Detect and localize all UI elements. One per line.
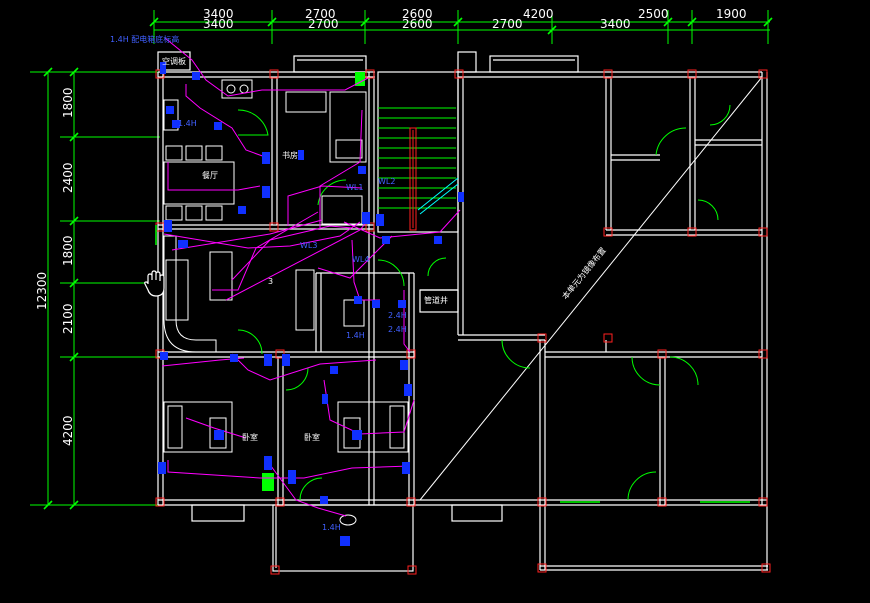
room-aircon: 空调板 bbox=[162, 56, 186, 66]
left-dimension-lines bbox=[30, 71, 160, 506]
dim-top-lower-4: 2700 bbox=[492, 17, 523, 31]
pan-hand-icon bbox=[144, 270, 165, 297]
electrical-fixtures bbox=[158, 62, 464, 546]
dim-left-3: 1800 bbox=[61, 235, 75, 266]
label-wl3: WL3 bbox=[300, 241, 317, 250]
room-bedroom-right: 卧室 bbox=[304, 432, 320, 442]
label-level-3: 3 bbox=[268, 277, 273, 286]
dim-left-4: 2100 bbox=[61, 303, 75, 334]
mirror-diagonal-line bbox=[419, 76, 763, 501]
room-study: 书房 bbox=[282, 150, 298, 160]
top-dimension-lines bbox=[153, 10, 770, 44]
label-2-4h-b: 2.4H bbox=[388, 325, 407, 334]
label-2-4h-a: 2.4H bbox=[388, 311, 407, 320]
dim-left-2: 2400 bbox=[61, 162, 75, 193]
dim-top-lower-1: 3400 bbox=[203, 17, 234, 31]
dim-top-1: 3400 bbox=[203, 7, 234, 21]
left-dimension-text: 1800 2400 1800 2100 4200 12300 bbox=[35, 87, 75, 446]
mirror-note: 本单元为镜像布置 bbox=[560, 245, 608, 301]
structural-columns bbox=[155, 69, 771, 575]
room-dining: 餐厅 bbox=[202, 171, 218, 180]
label-1-4h-c: 1.4H bbox=[322, 523, 341, 532]
staircase bbox=[378, 107, 459, 231]
furniture bbox=[163, 79, 409, 526]
window-top-green bbox=[355, 72, 365, 86]
dim-top-lower-2: 2700 bbox=[308, 17, 339, 31]
top-dimension-text-lower: 3400 2700 2600 2700 3400 bbox=[203, 17, 631, 31]
dim-top-lower-3: 2600 bbox=[402, 17, 433, 31]
label-top-note: 1.4H 配电箱底标高 bbox=[110, 34, 179, 44]
dim-left-1: 1800 bbox=[61, 87, 75, 118]
left-unit-walls bbox=[157, 51, 459, 572]
label-1-4h-a: 1.4H bbox=[178, 119, 197, 128]
label-1-4h-b: 1.4H bbox=[346, 331, 365, 340]
dim-top-4: 4200 bbox=[523, 7, 554, 21]
electrical-labels: 1.4H 配电箱底标高 WL1 WL2 WL3 WL4 1.4H 1.4H 2.… bbox=[110, 34, 407, 532]
label-wl2: WL2 bbox=[378, 177, 395, 186]
right-unit-walls bbox=[414, 51, 768, 571]
room-labels: 空调板 书房 餐厅 卧室 卧室 管道井 bbox=[162, 56, 448, 442]
door-swings bbox=[237, 104, 731, 501]
dim-top-6: 1900 bbox=[716, 7, 747, 21]
room-bedroom-left: 卧室 bbox=[242, 432, 258, 442]
dim-top-5: 2500 bbox=[638, 7, 669, 21]
room-pipe-well: 管道井 bbox=[424, 295, 448, 305]
wiring bbox=[161, 37, 461, 517]
top-dimension-ticks bbox=[149, 17, 773, 35]
dim-top-lower-5: 3400 bbox=[600, 17, 631, 31]
dim-top-3: 2600 bbox=[402, 7, 433, 21]
left-dimension-ticks bbox=[43, 67, 79, 510]
dim-left-total: 12300 bbox=[35, 272, 49, 310]
label-wl4: WL4 bbox=[352, 255, 369, 264]
dim-top-2: 2700 bbox=[305, 7, 336, 21]
window-left-green bbox=[262, 473, 274, 491]
label-wl1: WL1 bbox=[346, 183, 363, 192]
top-dimension-text-upper: 3400 2700 2600 4200 2500 1900 bbox=[203, 7, 747, 21]
windows bbox=[155, 225, 750, 503]
dim-left-5: 4200 bbox=[61, 415, 75, 446]
